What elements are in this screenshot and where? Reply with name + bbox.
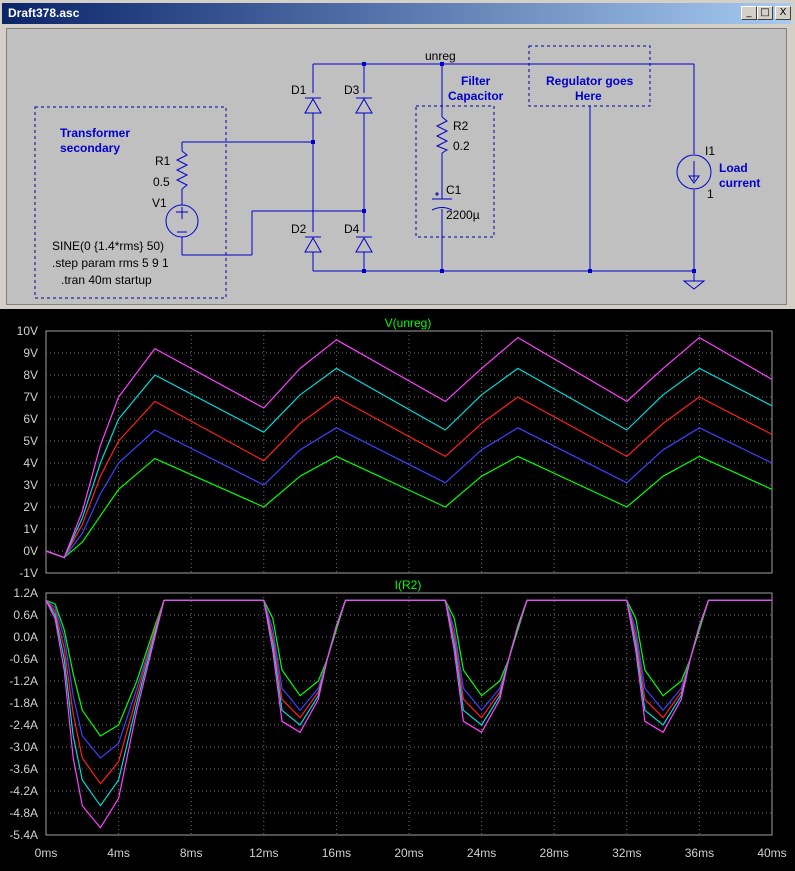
y-tick-label: -1.8A [9,696,38,710]
x-tick-label: 12ms [249,846,278,860]
y-tick-label: -3.0A [9,740,38,754]
minimize-button[interactable]: _ [741,6,757,20]
x-tick-label: 32ms [612,846,641,860]
restore-button[interactable]: □ [757,6,773,20]
x-tick-label: 16ms [322,846,351,860]
trace-series-5 [45,599,772,829]
y-tick-label: 7V [23,390,38,404]
transformer-comment-line1: Transformer [60,126,130,140]
filter-comment-line2: Capacitor [448,89,504,103]
y-tick-label: -1V [19,566,38,580]
x-tick-label: 36ms [685,846,714,860]
r2-value: 0.2 [453,139,470,153]
trace-series-5 [45,337,773,559]
transformer-comment-line2: secondary [60,141,120,155]
c1-value: 2200µ [446,208,480,222]
y-tick-label: 0V [23,544,38,558]
window-title: Draft378.asc [8,6,80,20]
title-bar[interactable]: Draft378.asc _ □ X [2,3,791,24]
schematic-window: Draft378.asc _ □ X [0,0,795,309]
close-button[interactable]: X [775,6,791,20]
d1-label: D1 [291,83,307,97]
step-directive: .step param rms 5 9 1 [52,256,169,270]
x-tick-label: 28ms [540,846,569,860]
waveform-plot[interactable]: V(unreg) I(R2) 10V 9V 8V 7V 6V 5V 4V 3V 2V 1V 0V -1… [0,309,795,871]
r2-name: R2 [453,119,469,133]
y-tick-label: 2V [23,500,38,514]
schematic-canvas[interactable]: unreg Transformer secondary Filter Capac… [6,28,787,305]
trace-series-1 [45,455,773,559]
trace-series-2 [45,427,773,559]
y-tick-label: 6V [23,412,38,426]
x-tick-label: 4ms [107,846,130,860]
y-tick-label: 0.0A [13,630,38,644]
i1-name: I1 [705,144,715,158]
y-tick-label: 3V [23,478,38,492]
transformer-box [34,106,227,299]
y-tick-label: 1V [23,522,38,536]
c1-name: C1 [446,183,462,197]
x-tick-label: 40ms [757,846,786,860]
y-tick-label: -2.4A [9,718,38,732]
trace-series-4 [45,367,773,559]
y-tick-label: -4.2A [9,784,38,798]
tran-directive: .tran 40m startup [61,273,152,287]
y-tick-label: 9V [23,346,38,360]
filter-comment-line1: Filter [461,74,491,88]
filter-box [415,105,495,238]
i1-value: 1 [707,187,714,201]
y-tick-label: 4V [23,456,38,470]
d2-label: D2 [291,222,307,236]
y-tick-label: -4.8A [9,806,38,820]
d4-label: D4 [344,222,360,236]
y-tick-label: 1.2A [13,586,38,600]
x-tick-label: 8ms [180,846,203,860]
trace-series-1 [45,599,772,737]
i-r2-title: I(R2) [395,578,422,592]
y-tick-label: 10V [17,324,38,338]
d3-label: D3 [344,83,360,97]
net-label-unreg: unreg [425,49,456,63]
r1-name: R1 [155,154,171,168]
y-tick-label: -5.4A [9,828,38,842]
waveform-window[interactable]: V(unreg) I(R2) 10V 9V 8V 7V 6V 5V 4V 3V 2V 1V 0V -1… [0,309,795,871]
x-tick-label: 0ms [35,846,58,860]
v1-value: SINE(0 {1.4*rms} 50) [52,239,164,253]
r1-value: 0.5 [153,175,170,189]
x-tick-label: 24ms [467,846,496,860]
regulator-comment-line1: Regulator goes [546,74,634,88]
load-comment-line2: current [719,176,760,190]
y-tick-label: -0.6A [9,652,38,666]
v-unreg-title: V(unreg) [385,316,432,330]
y-tick-label: 0.6A [13,608,38,622]
y-tick-label: -1.2A [9,674,38,688]
y-tick-label: 8V [23,368,38,382]
x-tick-label: 20ms [394,846,423,860]
y-tick-label: 5V [23,434,38,448]
v1-name: V1 [152,196,167,210]
trace-series-3 [45,396,773,559]
load-comment-line1: Load [719,161,748,175]
regulator-comment-line2: Here [575,89,602,103]
y-tick-label: -3.6A [9,762,38,776]
